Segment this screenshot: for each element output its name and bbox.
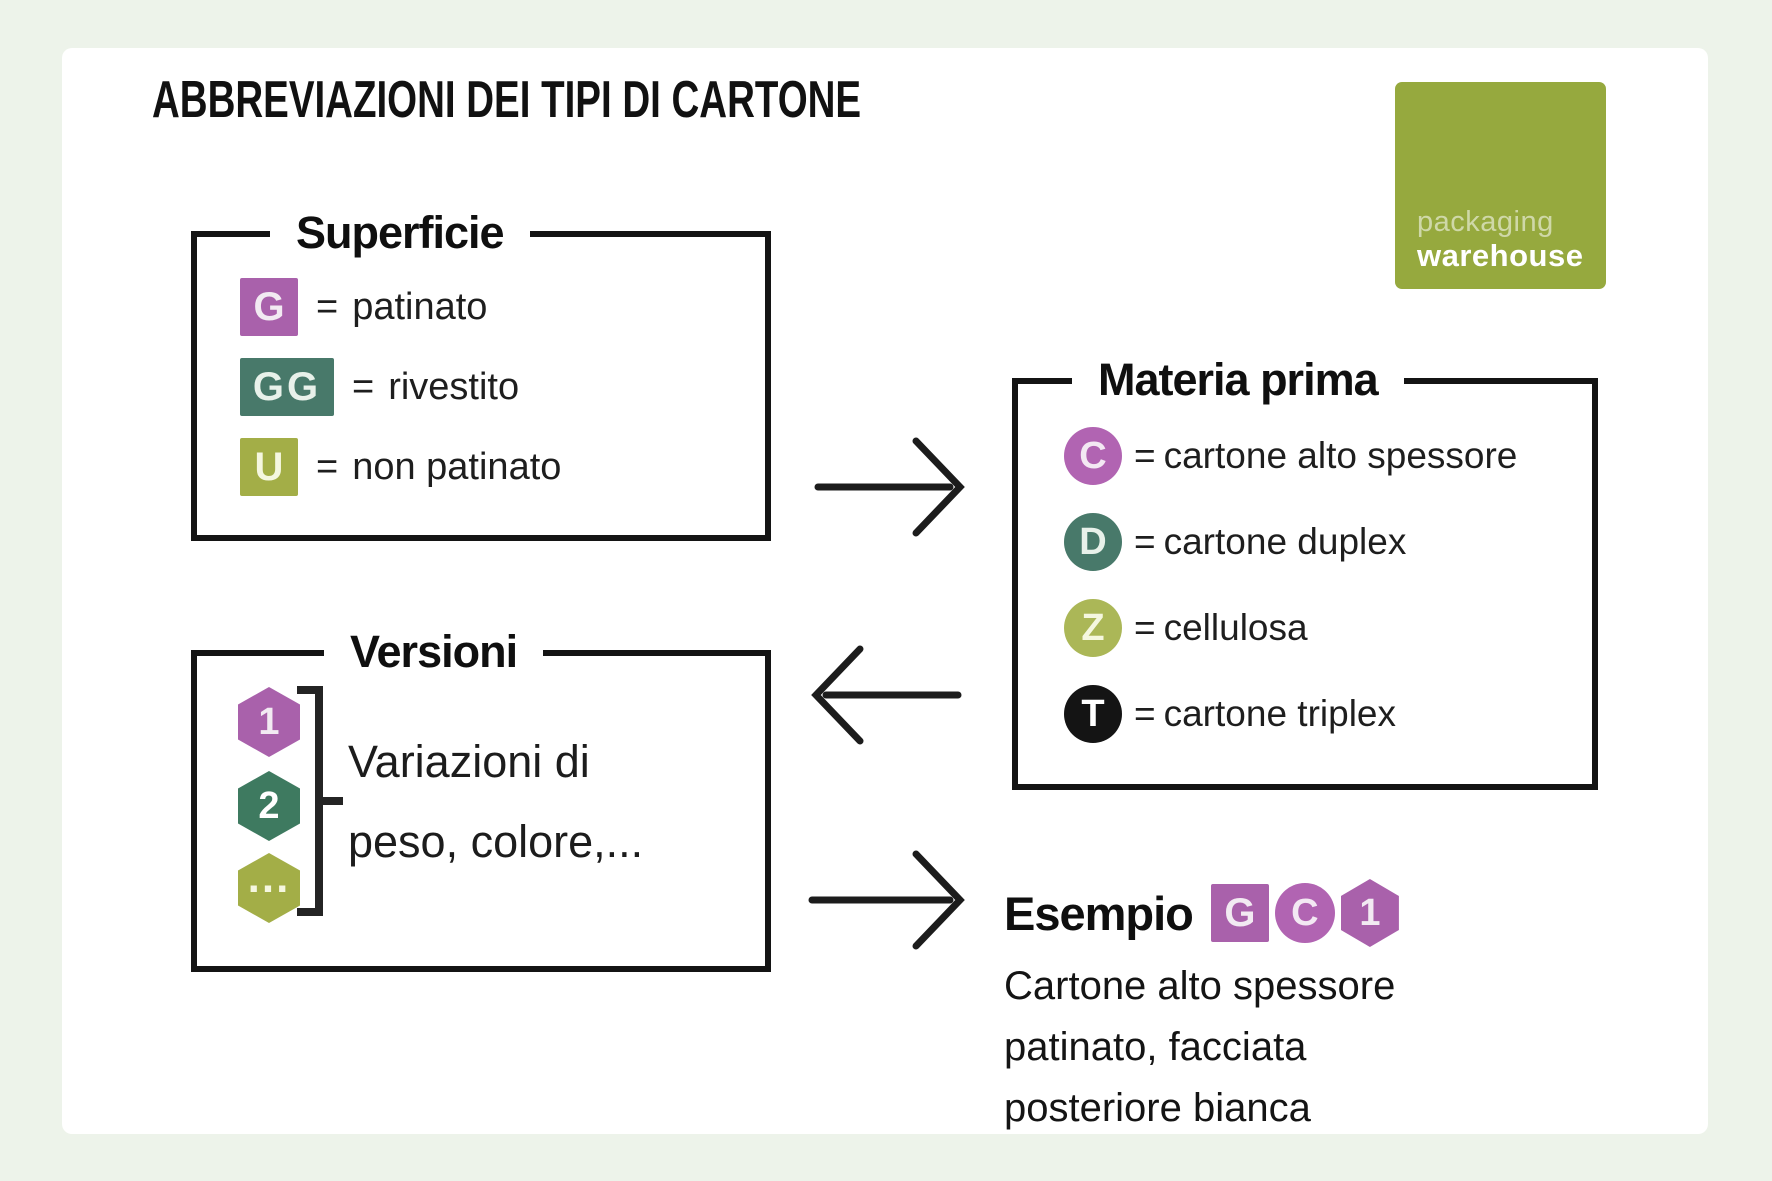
logo-text: packaging warehouse — [1417, 205, 1583, 273]
equals-sign: = — [316, 445, 339, 488]
superficie-box: Superficie G = patinato GG = rivestito U… — [191, 201, 771, 541]
row-label: non patinato — [352, 445, 562, 488]
materia-row-z: Z = cellulosa — [1064, 599, 1308, 657]
superficie-title: Superficie — [270, 201, 530, 265]
packaging-warehouse-logo: packaging warehouse — [1395, 82, 1606, 289]
esempio-badge-G-icon: G — [1210, 884, 1269, 942]
description-line: posteriore bianca — [1004, 1086, 1311, 1130]
arrow-right-icon — [814, 437, 965, 537]
row-label: cartone duplex — [1163, 521, 1407, 562]
esempio-description: Cartone alto spessore patinato, facciata… — [1004, 956, 1395, 1139]
logo-line1: packaging — [1417, 206, 1554, 238]
badge-G-icon: G — [240, 278, 298, 336]
bracket-icon — [297, 686, 343, 916]
superficie-row-g: G = patinato — [240, 278, 487, 336]
esempio-row: Esempio G C 1 — [1004, 879, 1399, 947]
dots-label: ... — [247, 853, 291, 902]
equals-sign: = — [1134, 607, 1156, 648]
materia-row-t: T = cartone triplex — [1064, 685, 1396, 743]
badge-T-icon: T — [1064, 685, 1122, 743]
row-label: rivestito — [388, 365, 520, 408]
page-title: ABBREVIAZIONI DEI TIPI DI CARTONE — [152, 71, 862, 129]
badge-C-icon: C — [1064, 427, 1122, 485]
row-label: cartone alto spessore — [1163, 435, 1518, 476]
versioni-box: Versioni 1 2 ... Variazioni di peso, col… — [191, 620, 771, 972]
materia-row-d: D = cartone duplex — [1064, 513, 1406, 571]
equals-sign: = — [316, 285, 339, 328]
equals-sign: = — [352, 365, 375, 408]
hexagon-1-icon: 1 — [238, 687, 300, 757]
row-label: cartone triplex — [1163, 693, 1396, 734]
versioni-note: Variazioni di peso, colore,... — [348, 722, 643, 882]
row-label: patinato — [352, 285, 488, 328]
esempio-badge-1-icon: 1 — [1340, 879, 1399, 947]
equals-sign: = — [1134, 693, 1156, 734]
arrow-left-icon — [811, 645, 962, 745]
note-line: peso, colore,... — [348, 816, 644, 867]
materia-prima-title: Materia prima — [1072, 348, 1404, 412]
description-line: patinato, facciata — [1004, 1025, 1307, 1069]
equals-sign: = — [1134, 521, 1156, 562]
esempio-label: Esempio — [1004, 886, 1194, 940]
note-line: Variazioni di — [348, 736, 590, 787]
superficie-row-gg: GG = rivestito — [240, 358, 519, 416]
esempio-badge-C-icon: C — [1274, 883, 1335, 943]
versioni-title: Versioni — [324, 620, 544, 684]
content-canvas: ABBREVIAZIONI DEI TIPI DI CARTONE packag… — [62, 48, 1708, 1134]
badge-GG-icon: GG — [240, 358, 334, 416]
badge-Z-icon: Z — [1064, 599, 1122, 657]
hexagon-2-icon: 2 — [238, 771, 300, 841]
logo-line2: warehouse — [1417, 238, 1584, 273]
equals-sign: = — [1134, 435, 1156, 476]
badge-D-icon: D — [1064, 513, 1122, 571]
materia-row-c: C = cartone alto spessore — [1064, 427, 1517, 485]
superficie-row-u: U = non patinato — [240, 438, 561, 496]
description-line: Cartone alto spessore — [1004, 964, 1396, 1008]
materia-prima-box: Materia prima C = cartone alto spessore … — [1012, 348, 1598, 790]
badge-U-icon: U — [240, 438, 298, 496]
row-label: cellulosa — [1163, 607, 1308, 648]
arrow-right-icon — [808, 850, 965, 950]
